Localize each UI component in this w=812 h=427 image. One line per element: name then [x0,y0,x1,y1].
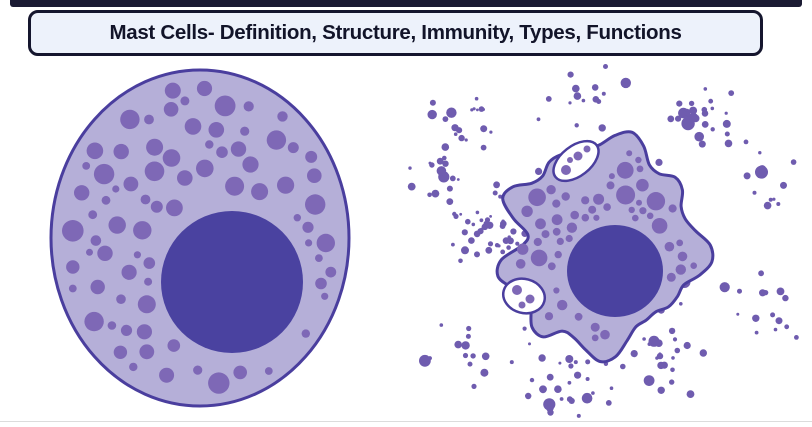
top-frame-bar [10,0,802,7]
nucleus [161,211,303,353]
granule-layer [515,150,697,342]
bottom-divider-line [0,421,812,422]
nucleus [567,225,663,317]
degranulating-mast-cell-illustration [407,64,799,418]
granule-layer [62,80,337,394]
vacuole-layer [501,139,600,315]
intact-mast-cell-illustration [49,68,351,408]
title-banner: Mast Cells- Definition, Structure, Immun… [28,10,763,56]
page-title: Mast Cells- Definition, Structure, Immun… [109,21,682,44]
